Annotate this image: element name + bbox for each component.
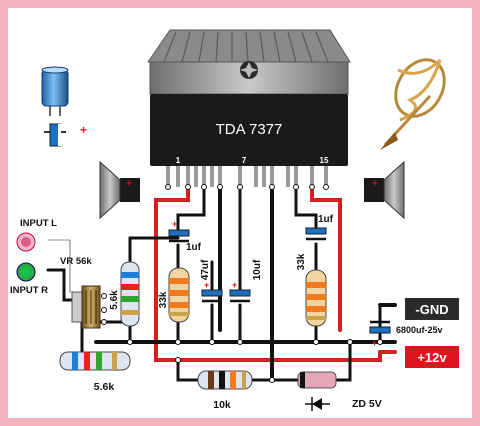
chip-pins <box>166 166 328 187</box>
cap-1uf-right-label: 1uf <box>318 214 334 225</box>
vcc-terminal: +12v <box>405 346 459 368</box>
cap-1uf-left: + <box>168 219 190 243</box>
resistor-5-6k-vertical <box>120 261 140 327</box>
wires <box>46 183 397 382</box>
resistor-5-6k-horizontal <box>59 351 131 371</box>
res-33k-left-label: 33k <box>158 291 169 308</box>
cap-main: + <box>369 320 391 348</box>
input-r-jack <box>16 262 36 282</box>
gnd-terminal: -GND <box>405 298 459 320</box>
potentiometer <box>71 285 107 329</box>
res-10k-label: 10k <box>213 399 231 411</box>
chip-name: TDA 7377 <box>216 121 283 138</box>
vcc-label: +12v <box>417 350 447 365</box>
input-l-jack <box>16 232 36 252</box>
cap-1uf-left-label: 1uf <box>186 242 202 253</box>
res-v1-label: 5.6k <box>109 290 120 310</box>
resistor-33k-right <box>305 269 327 327</box>
resistor-10k <box>197 370 253 390</box>
svg-text:+: + <box>204 280 209 290</box>
cap-main-label: 6800uf-25v <box>396 325 443 335</box>
input-l-label: INPUT L <box>20 218 57 229</box>
solder-dots <box>127 184 383 383</box>
amplifier-chip: TDA 7377 1 7 15 <box>150 94 348 166</box>
svg-text:+: + <box>372 178 377 188</box>
zener-label: ZD 5V <box>352 398 382 410</box>
pin-7-label: 7 <box>242 156 247 165</box>
resistor-33k-left <box>168 267 190 323</box>
svg-text:+: + <box>172 219 177 229</box>
speaker-left-icon: + <box>99 160 140 220</box>
res-h-label: 5.6k <box>94 381 115 393</box>
cap-1uf-right <box>305 227 327 241</box>
cap-10uf: + <box>229 280 251 303</box>
speaker-right-icon: + <box>364 160 405 220</box>
svg-text:+: + <box>80 123 87 137</box>
capacitor-icon: + <box>41 66 87 147</box>
pin-1-label: 1 <box>176 156 181 165</box>
input-r-label: INPUT R <box>10 285 48 296</box>
gnd-label: -GND <box>415 302 448 317</box>
pot-label: VR 56k <box>60 256 92 267</box>
cap-10uf-label: 10uf <box>252 259 263 280</box>
svg-text:+: + <box>372 338 377 348</box>
svg-text:+: + <box>232 280 237 290</box>
cap-47uf: + <box>201 280 223 303</box>
cap-47uf-label: 47uf <box>200 259 211 280</box>
logo-icon <box>380 58 446 150</box>
pin-15-label: 15 <box>320 156 329 165</box>
res-33k-right-label: 33k <box>296 253 307 270</box>
zener-diode <box>297 371 337 411</box>
heatsink <box>147 29 351 95</box>
svg-text:+: + <box>126 178 131 188</box>
